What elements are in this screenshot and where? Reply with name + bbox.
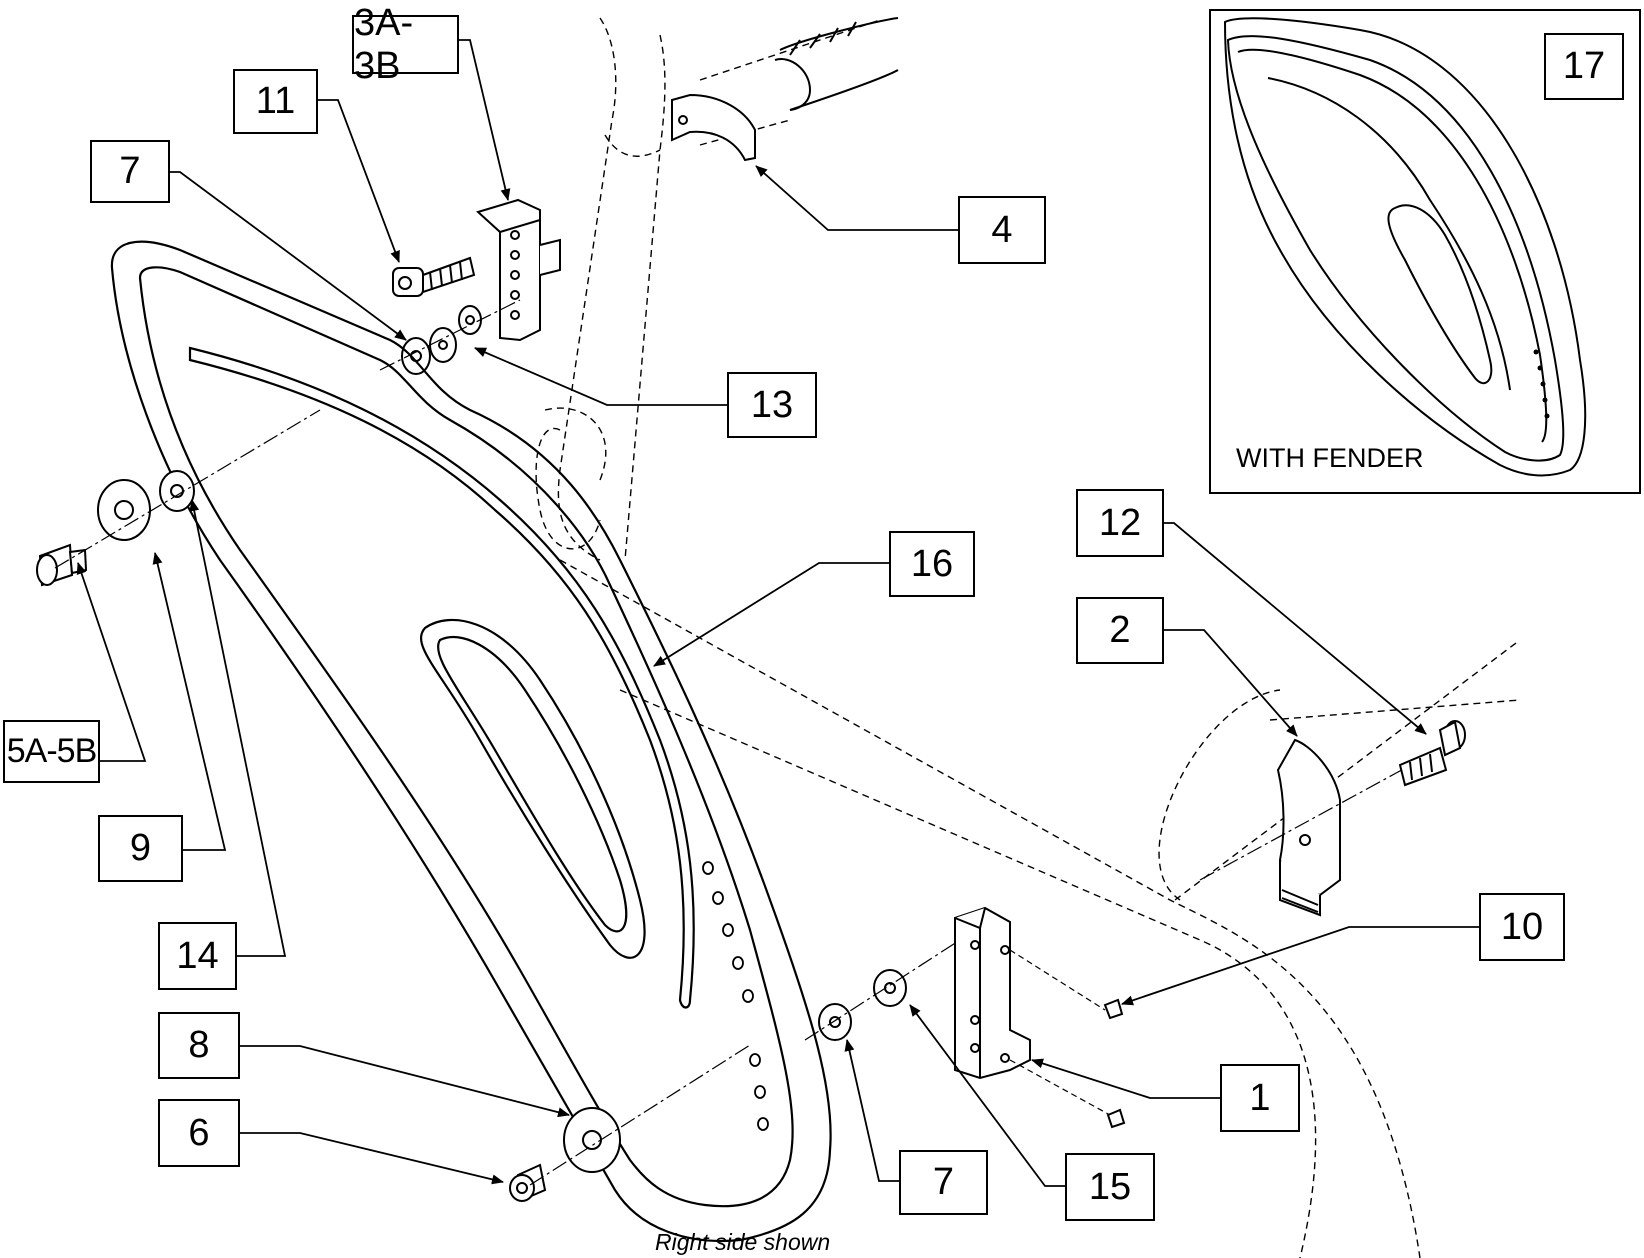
callout-17: 17 bbox=[1544, 33, 1624, 100]
callout-14: 14 bbox=[158, 922, 237, 990]
callout-5a-5b: 5A-5B bbox=[3, 720, 100, 783]
callout-3a-3b: 3A-3B bbox=[352, 2, 459, 87]
callout-12: 12 bbox=[1076, 489, 1164, 557]
callout-13: 13 bbox=[727, 372, 817, 438]
callout-6: 6 bbox=[158, 1099, 240, 1167]
leader-lines bbox=[76, 39, 1479, 1187]
callout-4: 4 bbox=[958, 196, 1046, 264]
figure-caption: Right side shown bbox=[655, 1229, 831, 1255]
inset-label: WITH FENDER bbox=[1236, 443, 1424, 473]
callout-11: 11 bbox=[233, 69, 318, 134]
callout-1: 1 bbox=[1220, 1064, 1300, 1132]
callout-7-top: 7 bbox=[90, 140, 170, 203]
callout-2: 2 bbox=[1076, 597, 1164, 664]
callout-15: 15 bbox=[1065, 1153, 1155, 1221]
callout-16: 16 bbox=[889, 531, 975, 597]
washer-stack-bottom bbox=[818, 969, 907, 1041]
top-clamp-part bbox=[671, 93, 756, 162]
side-guard-holes bbox=[702, 861, 769, 1131]
callout-9: 9 bbox=[98, 815, 183, 882]
inset-fender-drawing bbox=[1223, 17, 1587, 477]
callout-8: 8 bbox=[158, 1012, 240, 1079]
inset-holes bbox=[1533, 349, 1550, 419]
mounting-block-3a3b bbox=[476, 198, 561, 342]
screw-11 bbox=[392, 256, 476, 297]
set-screws bbox=[1103, 998, 1126, 1129]
left-hardware bbox=[36, 470, 195, 587]
clamp-part-2 bbox=[1276, 738, 1341, 917]
callout-10: 10 bbox=[1479, 893, 1565, 961]
washer-stack-top bbox=[401, 305, 482, 375]
axle-tube bbox=[774, 17, 899, 111]
clamp-block-part-1 bbox=[954, 906, 1031, 1080]
side-guard-part-16 bbox=[110, 240, 832, 1242]
frame-phantom-lines bbox=[535, 17, 1521, 1258]
callout-7-bottom: 7 bbox=[899, 1150, 988, 1215]
bottom-left-hardware bbox=[509, 1107, 621, 1202]
screw-12 bbox=[1398, 720, 1466, 787]
